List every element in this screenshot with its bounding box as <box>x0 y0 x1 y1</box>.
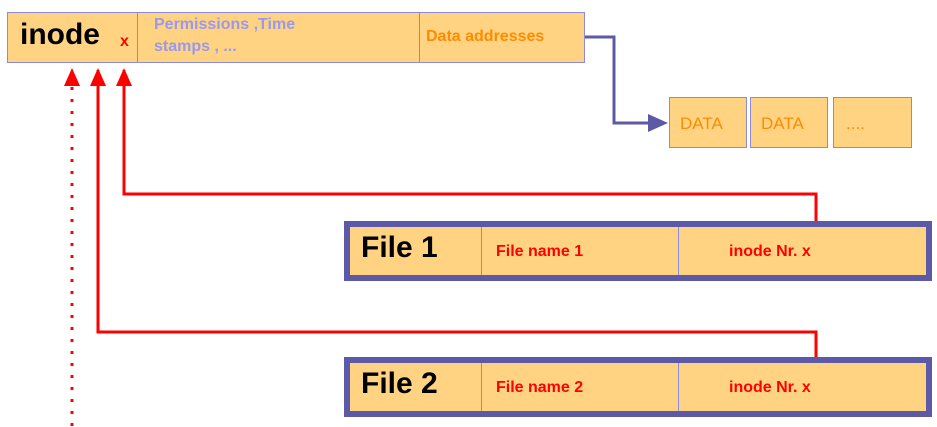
inode-metadata-line2: stamps , ... <box>154 38 237 55</box>
file-label: File 2 <box>361 367 438 400</box>
inode-title: inode <box>20 18 100 51</box>
file-name-cell: File name 1 <box>482 227 679 275</box>
data-addresses-cell: Data addresses <box>419 12 585 63</box>
file2-to-inode-arrow <box>96 70 818 366</box>
data-block: DATA <box>669 97 747 148</box>
file-entry-2: File 2 File name 2 inode Nr. x <box>344 357 932 417</box>
file-entry-1: File 1 File name 1 inode Nr. x <box>344 221 932 281</box>
data-block-label: DATA <box>680 114 723 133</box>
data-block-label: .... <box>846 114 865 133</box>
file-label: File 1 <box>361 231 438 264</box>
file-label-cell: File 2 <box>350 363 482 411</box>
inode-metadata-line1: Permissions ,Time <box>154 16 296 33</box>
file1-to-inode-arrow <box>122 70 818 231</box>
inode-ref-cell: inode Nr. x <box>679 227 926 275</box>
data-block-ellipsis: .... <box>833 97 912 148</box>
inode-ref: inode Nr. x <box>729 243 811 260</box>
data-block-label: DATA <box>761 114 804 133</box>
file-name-cell: File name 2 <box>482 363 679 411</box>
file-name: File name 2 <box>496 379 584 396</box>
data-block: DATA <box>750 97 828 148</box>
file1-arrowhead <box>116 68 132 86</box>
dotted-arrowhead <box>64 68 80 86</box>
addresses-to-data-arrow <box>585 35 651 125</box>
file-label-cell: File 1 <box>350 227 482 275</box>
data-addresses-label: Data addresses <box>426 28 545 45</box>
inode-ref-cell: inode Nr. x <box>679 363 926 411</box>
inode-index: x <box>120 33 129 50</box>
file2-arrowhead <box>90 68 106 86</box>
data-arrowhead <box>648 114 668 132</box>
file-name: File name 1 <box>496 243 584 260</box>
inode-cell: inode x <box>7 12 138 63</box>
inode-metadata-cell: Permissions ,Time stamps , ... <box>137 12 420 63</box>
inode-ref: inode Nr. x <box>729 379 811 396</box>
